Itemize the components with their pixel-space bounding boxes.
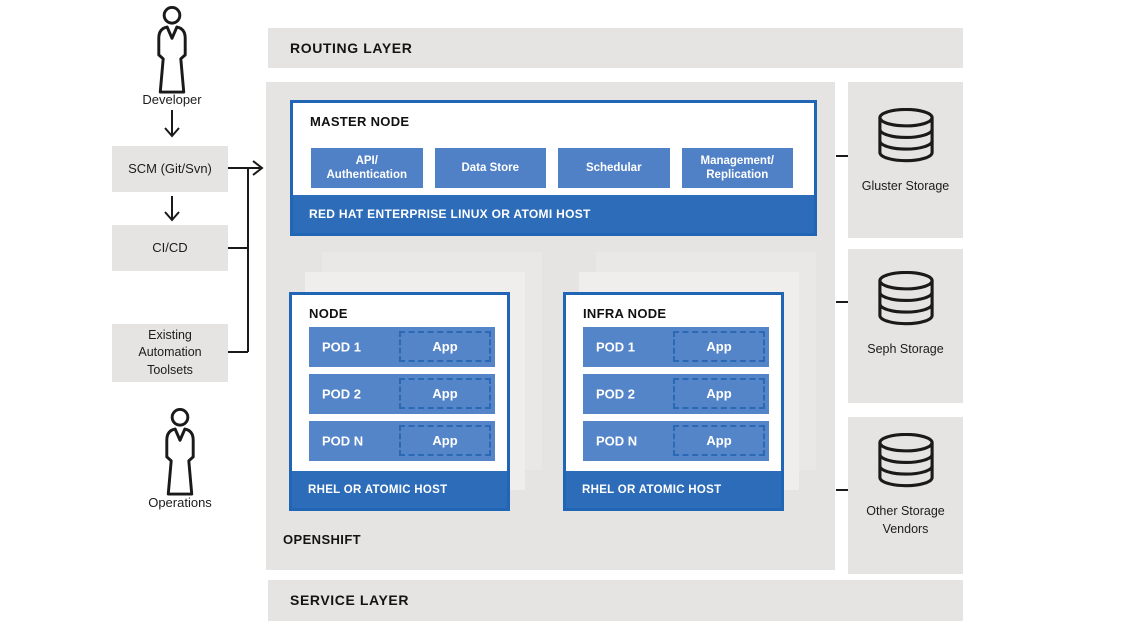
infra-node-box: INFRA NODE POD 1 App POD 2 App POD N App… [563, 292, 784, 511]
other-storage-vendors-card: Other Storage Vendors [848, 417, 963, 574]
seph-storage-card: Seph Storage [848, 249, 963, 403]
operations-person-icon [165, 408, 195, 496]
management-replication-box: Management/ Replication [681, 148, 793, 188]
app-box: App [399, 331, 491, 362]
pod-row: POD 1 App [583, 327, 769, 367]
pod-label: POD 2 [596, 386, 636, 402]
gluster-storage-card: Gluster Storage [848, 82, 963, 238]
pod-row: POD 2 App [309, 374, 495, 414]
database-icon [877, 433, 934, 488]
node-pods: POD 1 App POD 2 App POD N App [309, 327, 495, 468]
app-box: App [673, 331, 765, 362]
routing-layer-band: ROUTING LAYER [268, 28, 963, 68]
database-icon [877, 271, 934, 326]
service-layer-title: SERVICE LAYER [290, 592, 410, 608]
routing-layer-title: ROUTING LAYER [290, 40, 413, 56]
cicd-box: CI/CD [112, 225, 228, 271]
operations-label: Operations [148, 495, 212, 510]
node-host-bar: RHEL OR ATOMIC HOST [292, 471, 507, 508]
app-box: App [399, 378, 491, 409]
node-box: NODE POD 1 App POD 2 App POD N App RHEL … [289, 292, 510, 511]
app-box: App [399, 425, 491, 456]
data-store-box: Data Store [434, 148, 546, 188]
seph-storage-label: Seph Storage [867, 342, 944, 356]
app-box: App [673, 425, 765, 456]
other-storage-vendors-label: Other Storage Vendors [866, 504, 945, 536]
pod-label: POD 1 [596, 339, 636, 355]
database-icon [877, 108, 934, 163]
pod-label: POD N [596, 433, 638, 449]
gluster-storage-label: Gluster Storage [861, 179, 950, 193]
master-components-row: API/ Authentication Data Store Schedular… [311, 148, 793, 188]
pod-label: POD 2 [322, 386, 362, 402]
infra-node-host-bar: RHEL OR ATOMIC HOST [566, 471, 781, 508]
pod-label: POD 1 [322, 339, 362, 355]
master-host-bar: RED HAT ENTERPRISE LINUX OR ATOMI HOST [293, 195, 814, 233]
scm-box: SCM (Git/Svn) [112, 146, 228, 192]
openshift-label: OPENSHIFT [283, 532, 361, 547]
service-layer-band: SERVICE LAYER [268, 580, 963, 621]
pod-row: POD N App [309, 421, 495, 461]
infra-node-pods: POD 1 App POD 2 App POD N App [583, 327, 769, 468]
developer-label: Developer [142, 92, 202, 107]
schedular-box: Schedular [558, 148, 670, 188]
developer-person-icon [157, 6, 187, 94]
existing-automation-toolsets-box: Existing Automation Toolsets [112, 324, 228, 382]
node-title: NODE [309, 306, 348, 321]
pod-label: POD N [322, 433, 364, 449]
pod-row: POD N App [583, 421, 769, 461]
infra-node-title: INFRA NODE [583, 306, 667, 321]
master-node-title: MASTER NODE [310, 114, 410, 129]
app-box: App [673, 378, 765, 409]
pod-row: POD 1 App [309, 327, 495, 367]
openshift-panel: MASTER NODE API/ Authentication Data Sto… [266, 82, 835, 570]
api-authentication-box: API/ Authentication [311, 148, 423, 188]
pod-row: POD 2 App [583, 374, 769, 414]
master-node-box: MASTER NODE API/ Authentication Data Sto… [290, 100, 817, 236]
